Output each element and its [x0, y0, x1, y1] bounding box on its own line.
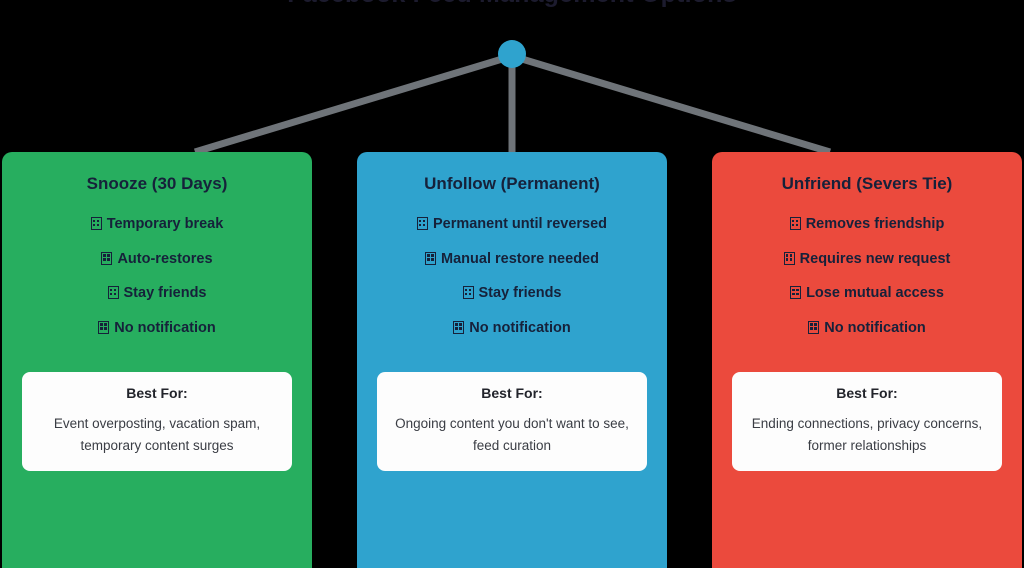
feature-label: No notification	[824, 319, 926, 336]
best-for-box-unfollow: Best For: Ongoing content you don't want…	[377, 371, 647, 472]
diagram-title: Facebook Feed Management Options	[0, 0, 1024, 9]
option-card-unfollow[interactable]: Unfollow (Permanent) Permanent until rev…	[357, 152, 667, 568]
options-card-row: Snooze (30 Days) Temporary break Auto-re…	[0, 152, 1024, 568]
feature-list-snooze: Temporary break Auto-restores Stay frien…	[18, 216, 296, 354]
card-title-unfollow: Unfollow (Permanent)	[424, 174, 600, 193]
option-card-unfriend[interactable]: Unfriend (Severs Tie) Removes friendship…	[712, 152, 1022, 568]
feature-item: Removes friendship	[728, 216, 1006, 233]
feature-label: Stay friends	[478, 285, 562, 302]
feature-item: Auto-restores	[18, 251, 296, 268]
feature-item: Stay friends	[18, 285, 296, 302]
best-for-label: Best For:	[126, 384, 188, 401]
missing-glyph-box-icon	[416, 217, 428, 231]
best-for-box-snooze: Best For: Event overposting, vacation sp…	[22, 371, 292, 472]
feature-item: Temporary break	[18, 216, 296, 233]
feature-label: Permanent until reversed	[432, 216, 608, 233]
card-title-unfriend: Unfriend (Severs Tie)	[781, 174, 953, 193]
missing-glyph-box-icon	[789, 217, 801, 231]
card-title-snooze: Snooze (30 Days)	[86, 174, 228, 193]
missing-glyph-box-icon	[790, 286, 802, 300]
feature-label: Requires new request	[799, 250, 951, 267]
best-for-text: Event overposting, vacation spam, tempor…	[53, 415, 261, 453]
feature-item: No notification	[18, 320, 296, 337]
missing-glyph-box-icon	[98, 320, 110, 334]
feature-item: Permanent until reversed	[373, 216, 651, 233]
feature-label: Temporary break	[106, 216, 224, 233]
feature-item: Lose mutual access	[728, 285, 1006, 302]
hub-node	[498, 40, 526, 68]
connector-right	[510, 52, 832, 156]
option-card-snooze[interactable]: Snooze (30 Days) Temporary break Auto-re…	[2, 152, 312, 568]
missing-glyph-box-icon	[808, 320, 820, 334]
missing-glyph-box-icon	[101, 251, 113, 265]
missing-glyph-box-icon	[425, 251, 437, 265]
connector-left	[193, 52, 514, 156]
feature-item: Stay friends	[373, 285, 651, 302]
feature-label: Removes friendship	[805, 216, 945, 233]
feature-item: No notification	[373, 320, 651, 337]
best-for-label: Best For:	[836, 384, 898, 401]
missing-glyph-box-icon	[462, 286, 474, 300]
best-for-text: Ending connections, privacy concerns, fo…	[751, 415, 983, 453]
missing-glyph-box-icon	[783, 251, 795, 265]
best-for-text: Ongoing content you don't want to see, f…	[395, 415, 629, 453]
feature-list-unfriend: Removes friendship Requires new request …	[728, 216, 1006, 354]
best-for-label: Best For:	[481, 384, 543, 401]
feature-label: No notification	[114, 319, 216, 336]
feature-label: Auto-restores	[117, 250, 213, 267]
missing-glyph-box-icon	[107, 286, 119, 300]
feature-label: No notification	[469, 319, 571, 336]
feature-item: Manual restore needed	[373, 251, 651, 268]
feature-label: Lose mutual access	[806, 285, 944, 302]
feature-item: No notification	[728, 320, 1006, 337]
feature-list-unfollow: Permanent until reversed Manual restore …	[373, 216, 651, 354]
best-for-box-unfriend: Best For: Ending connections, privacy co…	[732, 371, 1002, 472]
missing-glyph-box-icon	[90, 217, 102, 231]
feature-item: Requires new request	[728, 251, 1006, 268]
feature-label: Stay friends	[123, 285, 207, 302]
missing-glyph-box-icon	[453, 320, 465, 334]
feature-label: Manual restore needed	[441, 250, 599, 267]
